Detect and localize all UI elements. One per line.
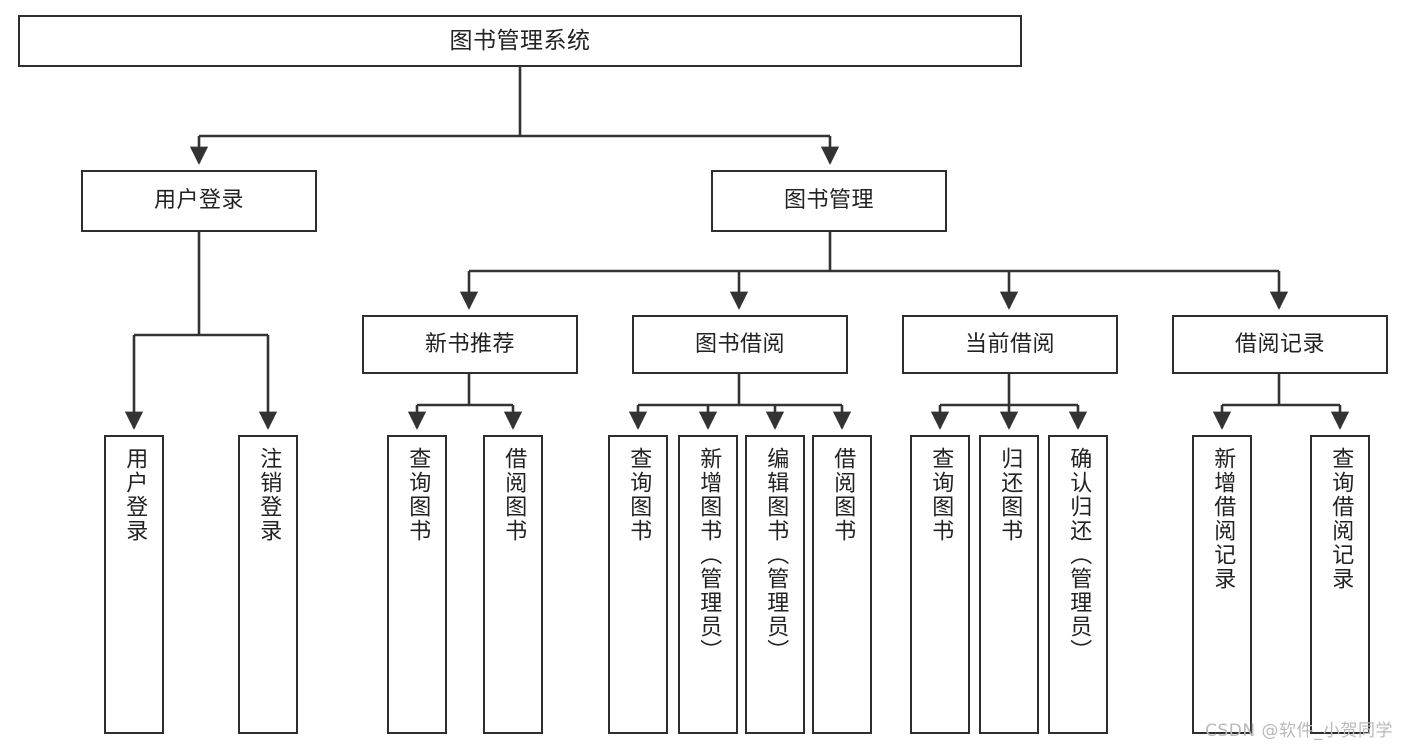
node-label: 借阅图书	[830, 447, 856, 543]
node-label: 图书借阅	[694, 331, 785, 357]
node-label: 查询图书	[405, 447, 431, 543]
watermark: CSDN @软件_小贺同学	[1205, 721, 1393, 741]
leaf-borrow-add-book-admin[interactable]: 新增图书（管理员）	[678, 435, 738, 734]
node-label: 图书管理系统	[449, 27, 591, 54]
node-user-login[interactable]: 用户登录	[81, 170, 317, 232]
node-label: 归还图书	[997, 447, 1023, 543]
leaf-borrow-borrow-book[interactable]: 借阅图书	[812, 435, 872, 734]
leaf-recommend-query-book[interactable]: 查询图书	[387, 435, 447, 734]
node-label: 查询图书	[928, 447, 954, 543]
node-label: 确认归还（管理员）	[1066, 447, 1092, 663]
leaf-current-return-book[interactable]: 归还图书	[979, 435, 1039, 734]
node-label: 用户登录	[122, 447, 148, 543]
node-label: 注销登录	[256, 447, 282, 543]
leaf-record-add-borrow-record[interactable]: 新增借阅记录	[1192, 435, 1252, 734]
node-label: 新增图书（管理员）	[696, 447, 722, 663]
node-label: 新书推荐	[424, 331, 515, 357]
node-current-borrow[interactable]: 当前借阅	[902, 315, 1118, 374]
leaf-user-login-logout[interactable]: 注销登录	[238, 435, 298, 734]
node-label: 查询借阅记录	[1328, 447, 1354, 591]
node-book-borrow[interactable]: 图书借阅	[632, 315, 848, 374]
leaf-recommend-borrow-book[interactable]: 借阅图书	[483, 435, 543, 734]
leaf-current-confirm-return-admin[interactable]: 确认归还（管理员）	[1048, 435, 1108, 734]
node-borrow-record[interactable]: 借阅记录	[1172, 315, 1388, 374]
leaf-user-login-login[interactable]: 用户登录	[104, 435, 164, 734]
leaf-record-query-borrow-record[interactable]: 查询借阅记录	[1310, 435, 1370, 734]
node-label: 借阅记录	[1234, 331, 1325, 357]
node-new-book-recommend[interactable]: 新书推荐	[362, 315, 578, 374]
node-label: 查询图书	[626, 447, 652, 543]
node-label: 新增借阅记录	[1210, 447, 1236, 591]
leaf-current-query-book[interactable]: 查询图书	[910, 435, 970, 734]
node-book-management[interactable]: 图书管理	[711, 170, 947, 232]
node-root-library-system[interactable]: 图书管理系统	[18, 15, 1022, 67]
leaf-borrow-edit-book-admin[interactable]: 编辑图书（管理员）	[745, 435, 805, 734]
node-label: 当前借阅	[964, 331, 1055, 357]
leaf-borrow-query-book[interactable]: 查询图书	[608, 435, 668, 734]
node-label: 借阅图书	[501, 447, 527, 543]
node-label: 图书管理	[783, 188, 874, 214]
node-label: 用户登录	[153, 188, 244, 214]
node-label: 编辑图书（管理员）	[763, 447, 789, 663]
